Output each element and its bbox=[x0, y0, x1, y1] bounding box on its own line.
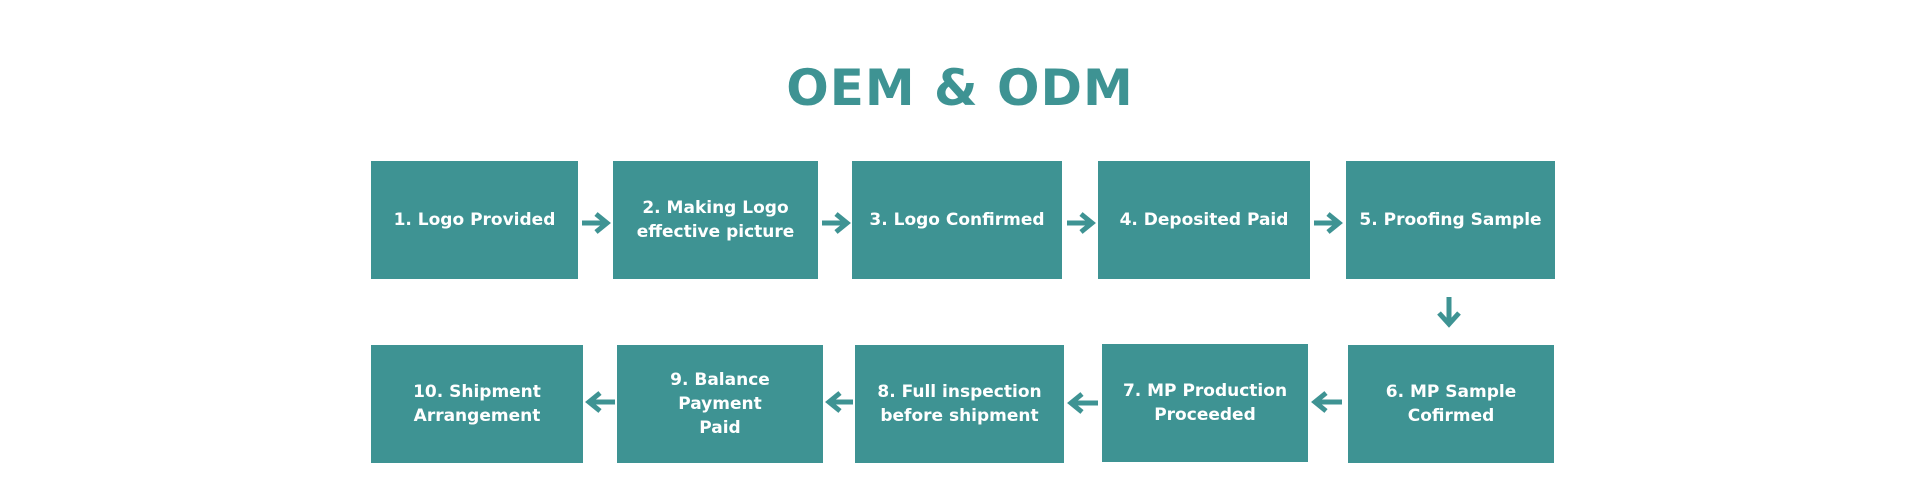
arrow-left-icon bbox=[585, 391, 615, 413]
step-8-label: 8. Full inspection before shipment bbox=[877, 382, 1042, 426]
step-5-proofing-sample: 5. Proofing Sample bbox=[1346, 161, 1555, 279]
step-9-label: 9. Balance Payment Paid bbox=[670, 370, 770, 438]
step-3-label: 3. Logo Confirmed bbox=[869, 210, 1045, 230]
arrow-right-icon bbox=[1067, 212, 1096, 234]
arrow-right-icon bbox=[822, 212, 851, 234]
step-10-label: 10. Shipment Arrangement bbox=[413, 382, 541, 426]
step-6-label: 6. MP Sample Cofirmed bbox=[1385, 382, 1517, 426]
step-10-shipment-arrangement: 10. Shipment Arrangement bbox=[371, 345, 583, 463]
step-5-label: 5. Proofing Sample bbox=[1359, 210, 1542, 230]
step-3-logo-confirmed: 3. Logo Confirmed bbox=[852, 161, 1062, 279]
arrow-right-icon bbox=[1314, 212, 1343, 234]
step-1-logo-provided: 1. Logo Provided bbox=[371, 161, 578, 279]
step-2-making-logo: 2. Making Logo effective picture bbox=[613, 161, 818, 279]
step-6-mp-sample-confirmed: 6. MP Sample Cofirmed bbox=[1348, 345, 1554, 463]
step-9-balance-payment: 9. Balance Payment Paid bbox=[617, 345, 823, 463]
arrow-left-icon bbox=[1311, 391, 1342, 413]
diagram-title: OEM & ODM bbox=[786, 59, 1134, 117]
step-4-deposited-paid: 4. Deposited Paid bbox=[1098, 161, 1310, 279]
arrow-right-icon bbox=[582, 212, 611, 234]
step-8-full-inspection: 8. Full inspection before shipment bbox=[855, 345, 1064, 463]
step-7-label: 7. MP Production Proceeded bbox=[1122, 381, 1288, 425]
step-1-label: 1. Logo Provided bbox=[393, 210, 556, 230]
arrow-left-icon bbox=[825, 391, 853, 413]
arrow-left-icon bbox=[1067, 392, 1098, 414]
arrow-down-icon bbox=[1437, 297, 1461, 328]
step-2-label: 2. Making Logo effective picture bbox=[636, 198, 795, 242]
step-7-mp-production: 7. MP Production Proceeded bbox=[1102, 344, 1308, 462]
step-4-label: 4. Deposited Paid bbox=[1119, 210, 1289, 230]
